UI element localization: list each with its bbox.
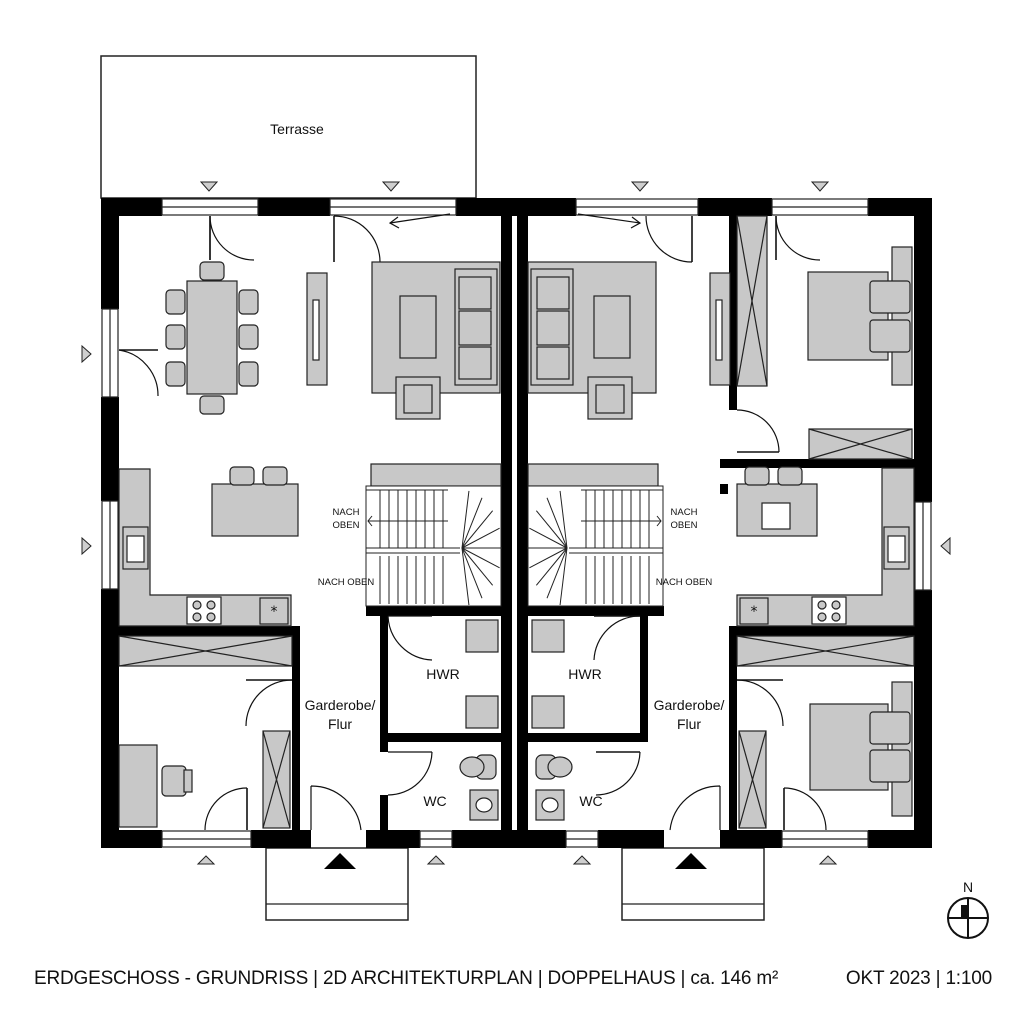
wardrobe-right-bottom <box>736 635 915 829</box>
north-label: N <box>963 879 973 895</box>
bed-right-bottom <box>809 681 913 817</box>
living-area-left <box>371 261 501 420</box>
stair-up-label: NACH <box>333 507 360 518</box>
stair-up-label: NACH <box>671 507 698 518</box>
terrace: Terrasse <box>100 55 477 199</box>
wardrobe-left-top <box>118 635 293 667</box>
plan-date-scale: OKT 2023 | 1:100 <box>845 968 992 989</box>
svg-text:*: * <box>751 604 758 620</box>
wc-fixtures-left <box>459 754 499 821</box>
party-wall <box>501 198 528 848</box>
stair-up-label: NACH OBEN <box>318 577 375 588</box>
bed-right-top <box>807 246 913 386</box>
windows <box>101 198 932 848</box>
entrance-step-left <box>265 847 409 921</box>
entrance-arrow-icon <box>324 853 356 869</box>
room-label-hwr: HWR <box>568 666 601 682</box>
stair-tread <box>529 547 568 569</box>
stair-tread <box>461 547 500 569</box>
stair-tread <box>461 547 483 599</box>
plan-title: ERDGESCHOSS - GRUNDRISS | 2D ARCHITEKTUR… <box>34 968 779 989</box>
stair-up-label: OBEN <box>333 520 360 531</box>
stair-tread <box>546 497 568 549</box>
staircase-right <box>527 485 664 607</box>
stair-tread <box>461 490 470 549</box>
interior-walls <box>119 216 914 830</box>
kitchen-right: * <box>736 466 915 627</box>
stair-tread <box>529 527 568 549</box>
stair-up-label: OBEN <box>671 520 698 531</box>
tv-cabinet-right <box>709 272 731 386</box>
tv-cabinet-left <box>306 272 328 386</box>
room-label-hallway: Flur <box>677 716 701 732</box>
staircase-left <box>365 485 502 607</box>
sliding-door-arrows <box>388 213 642 229</box>
window-markers <box>81 181 951 865</box>
stair-tread <box>546 547 568 599</box>
dining-table-left <box>165 261 259 415</box>
stair-up-label: NACH OBEN <box>656 577 713 588</box>
stair-tread <box>461 510 494 549</box>
kitchen-left: * <box>118 466 299 627</box>
stair-tread <box>461 547 494 586</box>
stair-rail-left-top <box>370 463 502 487</box>
entrance-step-right <box>621 847 765 921</box>
hwr-appliances-right <box>531 619 565 729</box>
room-label-wc: WC <box>579 793 602 809</box>
stair-tread <box>559 490 568 549</box>
terrace-label: Terrasse <box>270 121 324 137</box>
stair-tread <box>535 510 568 549</box>
stair-tread <box>461 547 470 606</box>
svg-text:*: * <box>271 604 278 620</box>
room-labels: NACH OBEN NACH OBEN NACH OBEN NACH OBEN … <box>305 507 725 809</box>
entrance-arrow-icon <box>675 853 707 869</box>
stair-tread <box>559 547 568 606</box>
room-label-hallway: Garderobe/ <box>654 697 725 713</box>
stair-tread <box>535 547 568 586</box>
room-label-hallway: Garderobe/ <box>305 697 376 713</box>
office-left <box>118 730 291 829</box>
room-label-wc: WC <box>423 793 446 809</box>
room-label-hallway: Flur <box>328 716 352 732</box>
stair-tread <box>461 527 500 549</box>
north-arrow: N <box>947 879 989 939</box>
hwr-appliances-left <box>465 619 499 729</box>
wardrobe-right-top <box>736 215 913 460</box>
living-area-right <box>527 261 657 420</box>
stair-tread <box>461 497 483 549</box>
wc-fixtures-right <box>535 754 573 821</box>
stair-rail-right-top <box>527 463 659 487</box>
doors <box>118 215 827 831</box>
room-label-hwr: HWR <box>426 666 459 682</box>
